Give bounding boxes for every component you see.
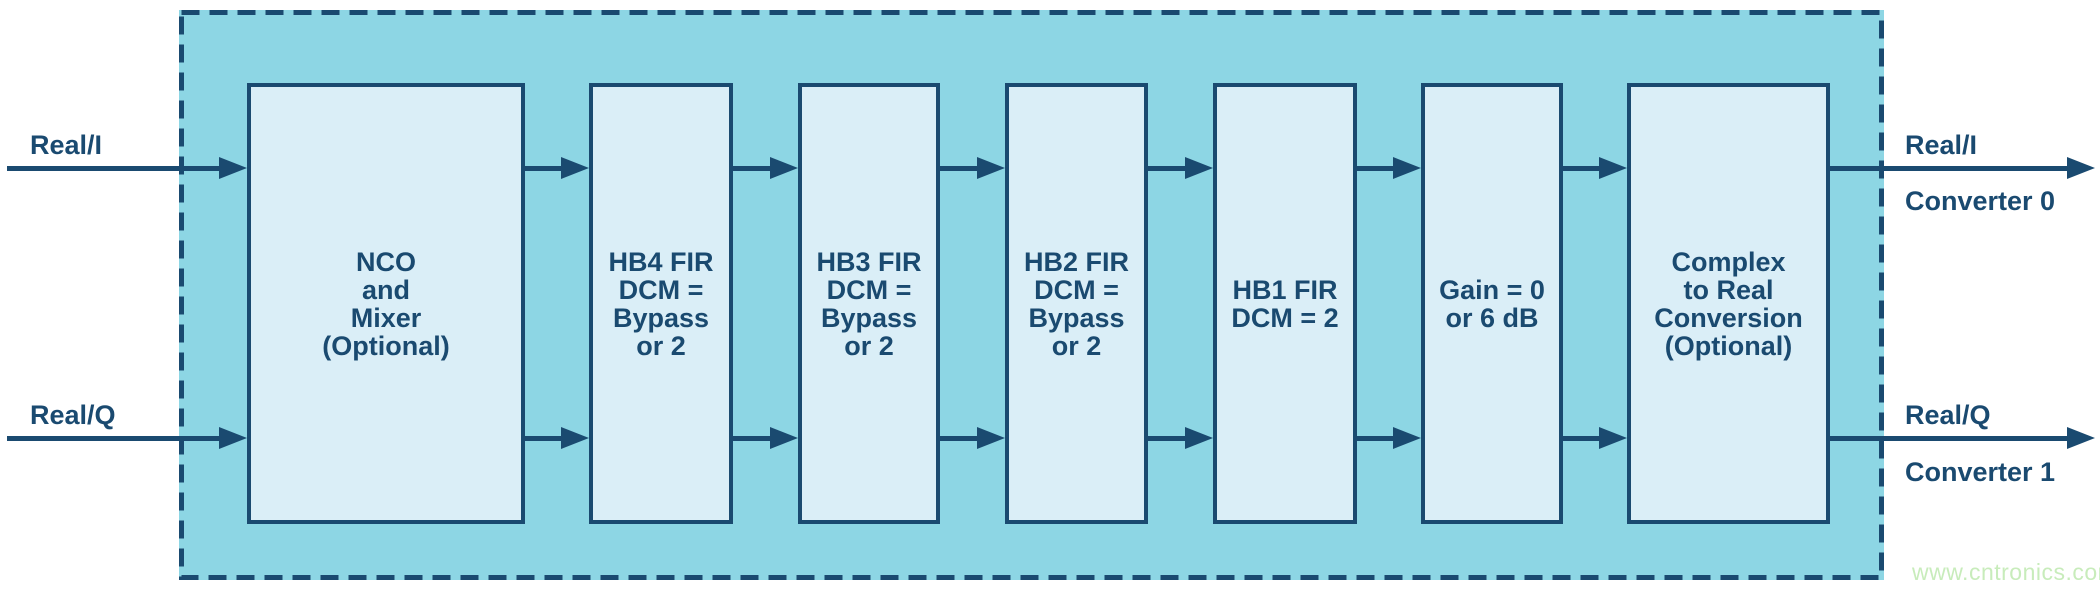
output-label-converter-0: Converter 0	[1905, 186, 2056, 216]
arrow-shaft	[1357, 435, 1401, 441]
arrowhead-icon	[219, 157, 247, 179]
block-hb4-fir-label: HB4 FIR DCM = Bypass or 2	[608, 246, 714, 361]
input-label-real-q: Real/Q	[30, 400, 116, 430]
block-hb3-fir: HB3 FIR DCM = Bypass or 2	[798, 83, 940, 524]
block-hb1-fir-label: HB1 FIR DCM = 2	[1231, 274, 1339, 333]
arrowhead-icon	[977, 427, 1005, 449]
arrowhead-icon	[1393, 427, 1421, 449]
arrow-shaft	[733, 435, 778, 441]
output-label-converter-1: Converter 1	[1905, 457, 2056, 487]
arrow-shaft	[940, 165, 985, 171]
arrowhead-icon	[2067, 427, 2095, 449]
block-complex-to-real: Complex to Real Conversion (Optional)	[1627, 83, 1830, 524]
block-hb1-fir: HB1 FIR DCM = 2	[1213, 83, 1357, 524]
block-nco-mixer-label: NCO and Mixer (Optional)	[322, 246, 450, 361]
block-complex-to-real-label: Complex to Real Conversion (Optional)	[1654, 246, 1803, 361]
arrowhead-icon	[1185, 157, 1213, 179]
arrow-shaft	[1148, 435, 1193, 441]
arrow-shaft	[525, 165, 569, 171]
block-hb2-fir: HB2 FIR DCM = Bypass or 2	[1005, 83, 1148, 524]
arrow-shaft	[940, 435, 985, 441]
arrowhead-icon	[1393, 157, 1421, 179]
arrow-shaft	[7, 165, 227, 171]
output-label-real-i: Real/I	[1905, 130, 1978, 160]
output-label-real-q: Real/Q	[1905, 400, 1991, 430]
arrowhead-icon	[977, 157, 1005, 179]
input-label-real-i: Real/I	[30, 130, 103, 160]
arrowhead-icon	[561, 427, 589, 449]
block-gain-label: Gain = 0 or 6 dB	[1439, 274, 1545, 333]
arrow-shaft	[1563, 435, 1607, 441]
arrow-shaft	[1563, 165, 1607, 171]
arrow-shaft	[1148, 165, 1193, 171]
block-gain: Gain = 0 or 6 dB	[1421, 83, 1563, 524]
arrow-shaft	[1357, 165, 1401, 171]
arrow-shaft	[1830, 435, 2075, 441]
block-hb4-fir: HB4 FIR DCM = Bypass or 2	[589, 83, 733, 524]
arrowhead-icon	[1185, 427, 1213, 449]
block-hb2-fir-label: HB2 FIR DCM = Bypass or 2	[1023, 246, 1129, 361]
arrow-shaft	[525, 435, 569, 441]
arrowhead-icon	[770, 157, 798, 179]
arrowhead-icon	[2067, 157, 2095, 179]
arrowhead-icon	[770, 427, 798, 449]
dashed-border	[179, 10, 1884, 580]
block-hb3-fir-label: HB3 FIR DCM = Bypass or 2	[816, 246, 922, 361]
arrow-shaft	[7, 435, 227, 441]
arrowhead-icon	[219, 427, 247, 449]
block-nco-mixer: NCO and Mixer (Optional)	[247, 83, 525, 524]
arrow-shaft	[733, 165, 778, 171]
arrowhead-icon	[1599, 157, 1627, 179]
arrow-shaft	[1830, 165, 2075, 171]
arrowhead-icon	[1599, 427, 1627, 449]
arrowhead-icon	[561, 157, 589, 179]
watermark: www.cntronics.com	[1912, 559, 2100, 585]
